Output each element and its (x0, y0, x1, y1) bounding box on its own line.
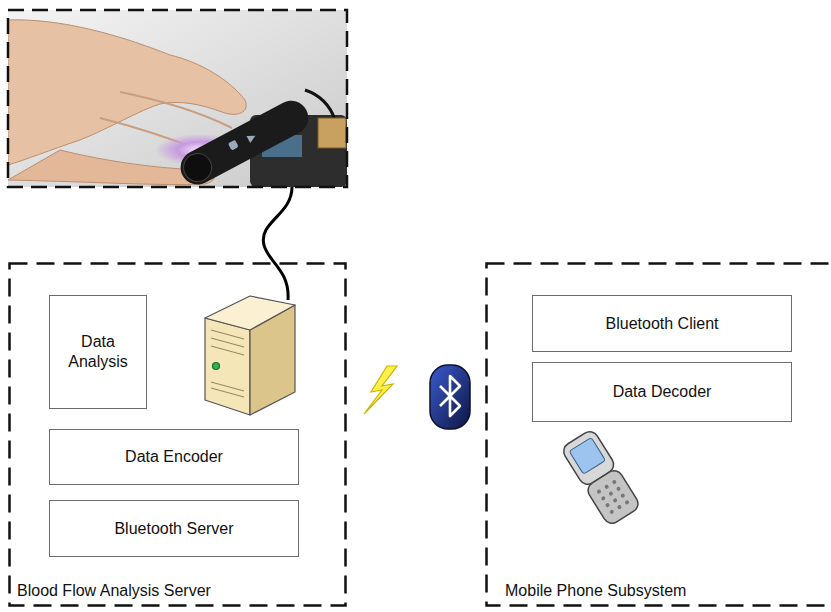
dashed-frame (10, 264, 346, 606)
module-label: Data Encoder (125, 447, 223, 467)
module-box: Data Decoder (532, 362, 792, 422)
device-photo (8, 10, 347, 187)
subsystem-label: Mobile Phone Subsystem (505, 581, 686, 601)
dashed-frame (487, 264, 831, 606)
module-label: Data Decoder (613, 382, 712, 402)
module-label: Data Analysis (58, 332, 138, 372)
subsystem-panel: Blood Flow Analysis Server Data AnalysisD… (8, 262, 347, 607)
phone-icon (560, 428, 641, 526)
bluetooth-icon (430, 365, 470, 429)
module-box: Bluetooth Client (532, 295, 792, 352)
subsystem-panel: Mobile Phone Subsystem Bluetooth ClientDa… (485, 262, 831, 607)
wireless-bolt (364, 366, 397, 414)
photo-frame (8, 10, 347, 187)
module-box: Bluetooth Server (49, 500, 299, 557)
module-label: Bluetooth Client (606, 314, 719, 334)
cable (263, 187, 292, 300)
subsystem-label: Blood Flow Analysis Server (17, 581, 211, 601)
module-label: Bluetooth Server (114, 519, 233, 539)
module-box: Data Analysis (49, 295, 147, 409)
module-box: Data Encoder (49, 429, 299, 485)
server-icon (205, 296, 295, 415)
